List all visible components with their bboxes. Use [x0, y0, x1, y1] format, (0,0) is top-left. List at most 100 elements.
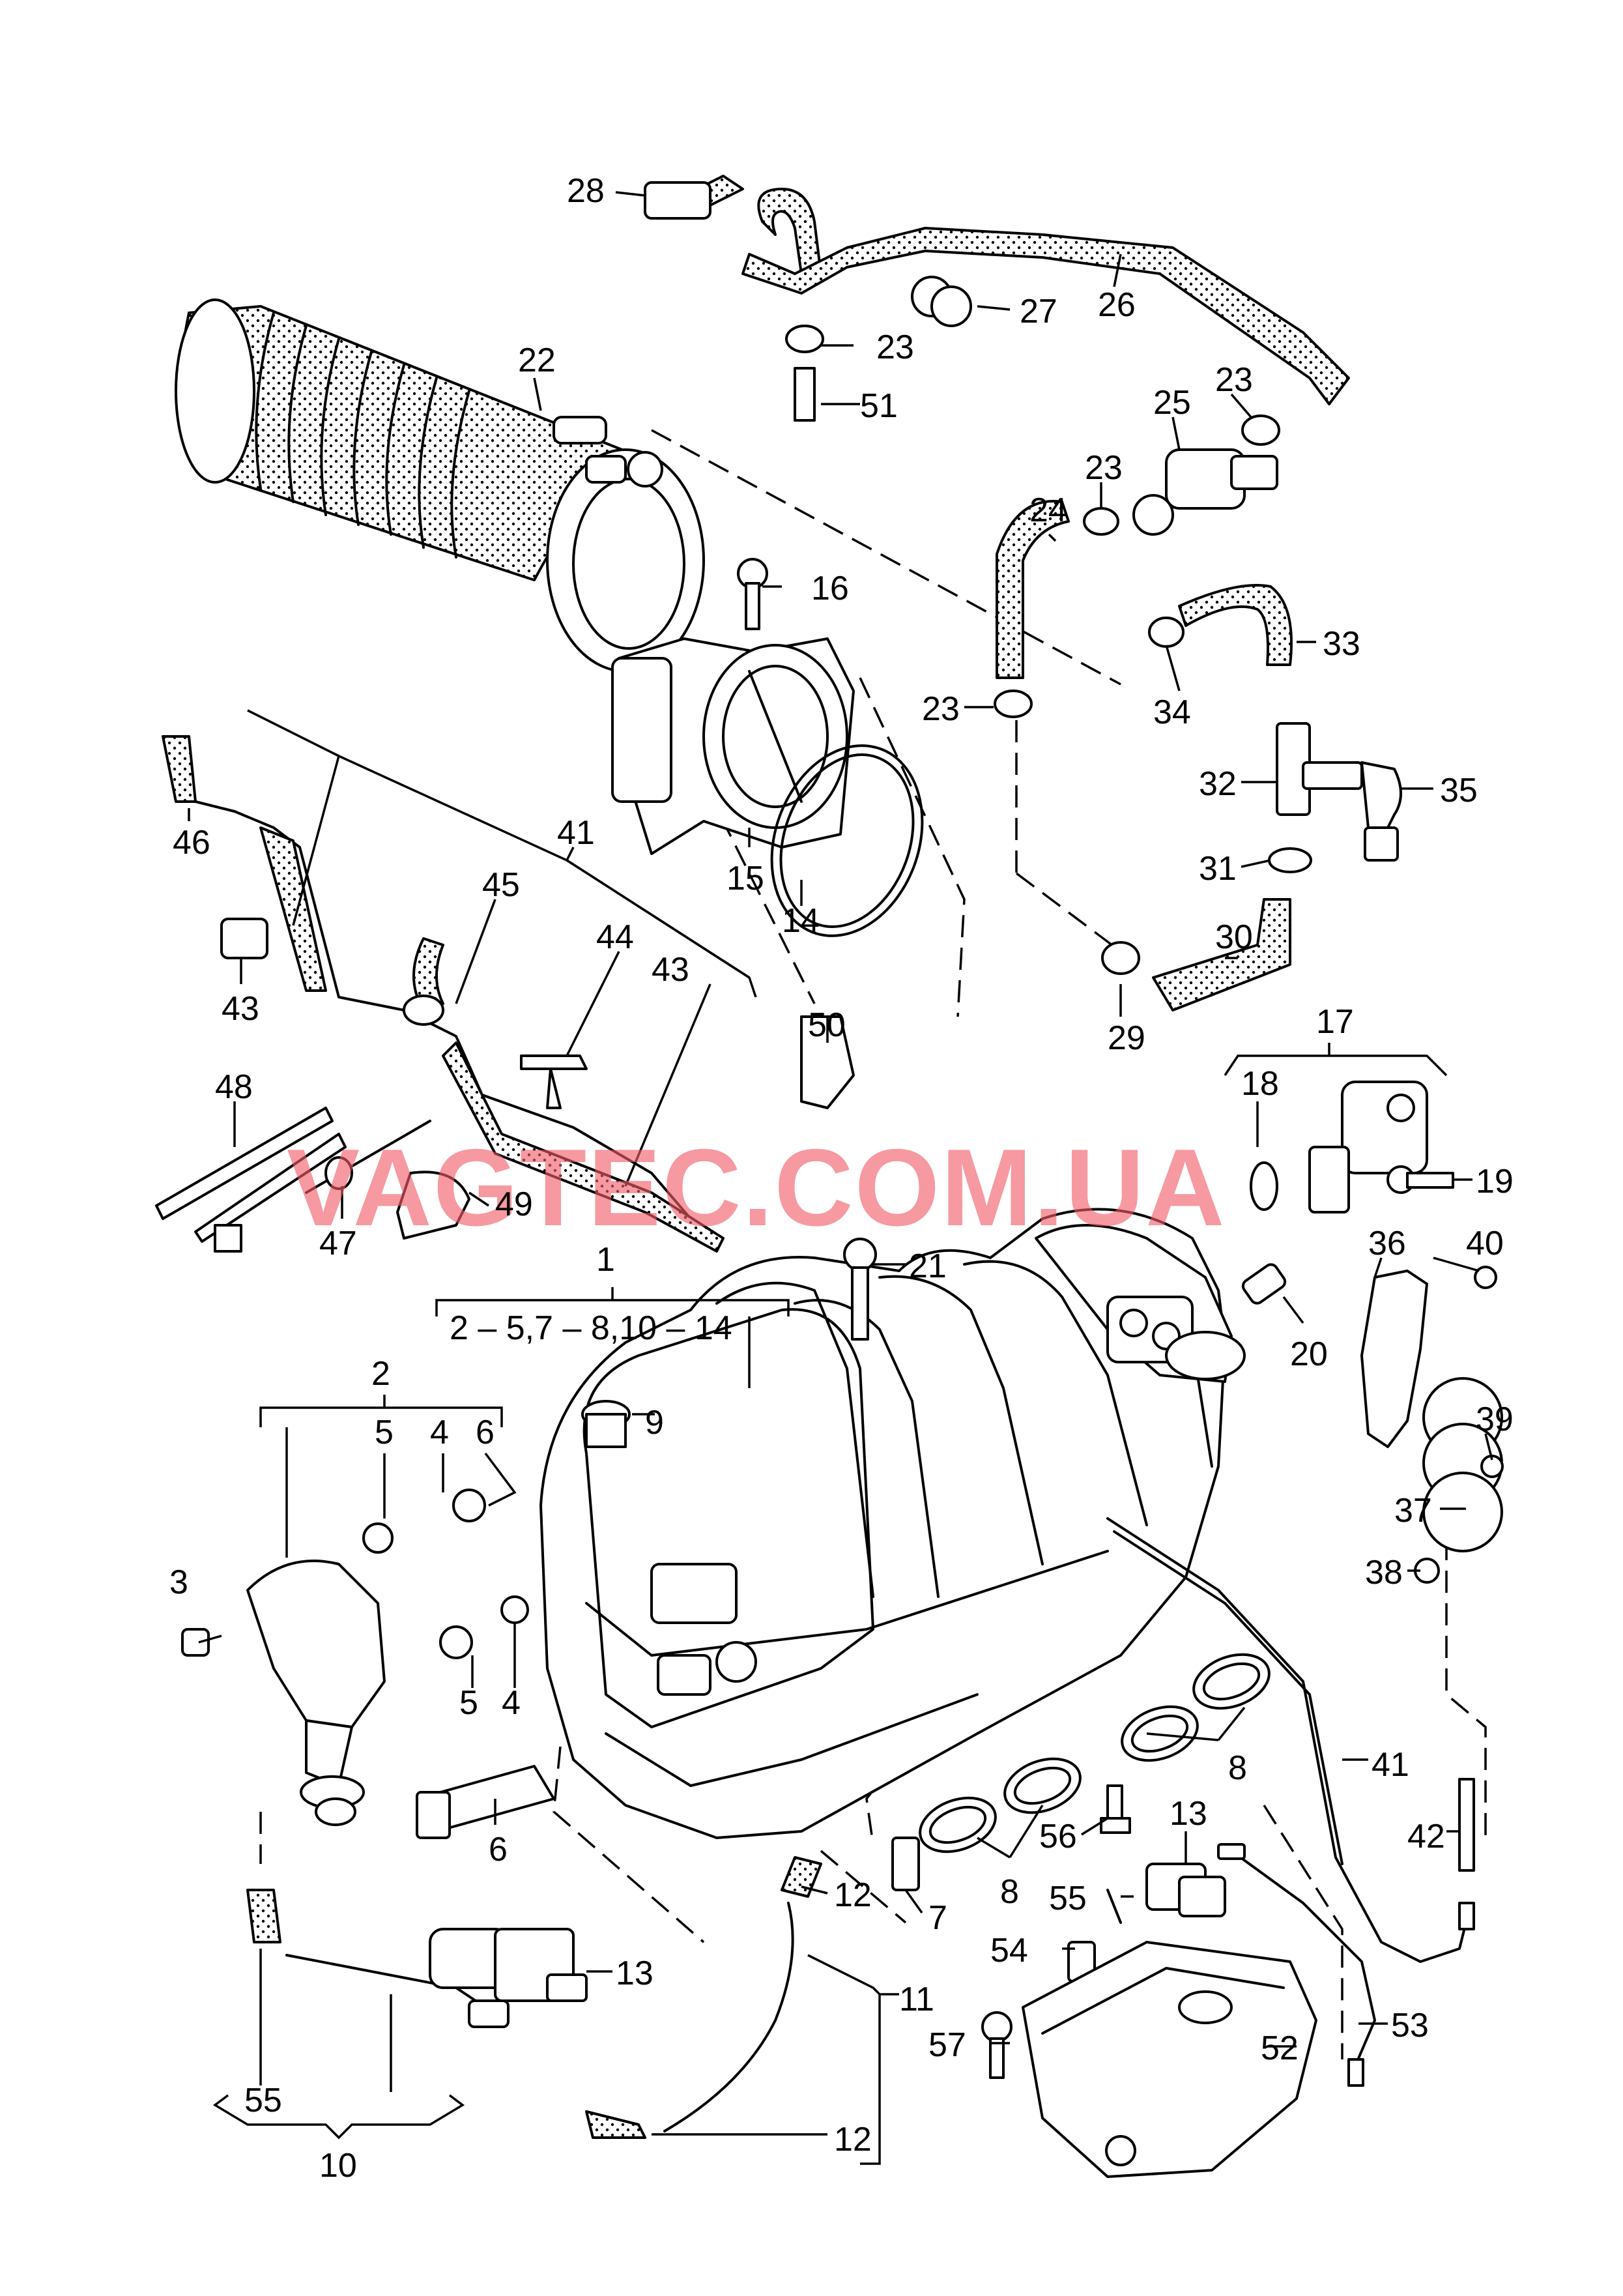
callout-47: 47 [319, 1225, 357, 1262]
cable-ties-48 [155, 1107, 470, 1253]
callout-51: 51 [860, 387, 898, 425]
callout-34: 34 [1153, 693, 1191, 731]
callout-5: 5 [459, 1684, 478, 1722]
callout-57: 57 [928, 2026, 966, 2064]
callout-26: 26 [1098, 286, 1136, 324]
throttle-body [611, 637, 855, 855]
vacuum-canister [181, 1489, 555, 1839]
bracket-36 [1360, 1266, 1504, 1584]
bolt-21 [843, 1238, 877, 1341]
callout-41: 41 [557, 814, 595, 852]
callout-52: 52 [1261, 2029, 1299, 2067]
callout-23: 23 [1215, 361, 1253, 399]
callout-20: 20 [1290, 1335, 1328, 1373]
callout-11: 11 [899, 1981, 934, 2018]
bolt-16 [737, 558, 768, 630]
callout-30: 30 [1215, 918, 1253, 956]
callout-44: 44 [596, 918, 634, 956]
callout-48: 48 [215, 1068, 253, 1106]
callout-37: 37 [1394, 1492, 1432, 1530]
callout-6: 6 [489, 1831, 508, 1868]
callout-27: 27 [1020, 293, 1057, 330]
callout-45: 45 [482, 866, 520, 904]
callout-40: 40 [1466, 1225, 1504, 1262]
callout-46: 46 [173, 824, 210, 862]
callout-6: 6 [476, 1414, 495, 1451]
callout-1-range: 2 – 5,7 – 8,10 – 14 [450, 1309, 732, 1347]
callout-23: 23 [1085, 449, 1123, 487]
callout-24: 24 [1029, 491, 1067, 529]
stud-20 [1241, 1263, 1287, 1305]
callout-15: 15 [726, 860, 764, 897]
left-hoses [162, 735, 855, 1253]
callout-23: 23 [876, 328, 914, 366]
callout-13: 13 [1170, 1795, 1207, 1833]
callout-39: 39 [1476, 1401, 1514, 1438]
callout-56: 56 [1039, 1818, 1077, 1855]
callout-43: 43 [222, 990, 259, 1028]
vacuum-unit-17 [1250, 1081, 1454, 1213]
callout-21: 21 [909, 1247, 947, 1285]
callout-leaders [188, 191, 1493, 2165]
callout-55: 55 [244, 2082, 282, 2119]
callout-41: 41 [1372, 1746, 1409, 1784]
callout-14: 14 [782, 902, 820, 940]
sleeve-7 [891, 1837, 920, 1891]
throttle-gasket-ring [770, 744, 924, 937]
watermark: VAGTEC.COM.UA [287, 1126, 1226, 1249]
callout-55: 55 [1049, 1880, 1087, 1917]
callout-8: 8 [1000, 1873, 1019, 1911]
callout-4: 4 [430, 1414, 449, 1451]
callout-7: 7 [928, 1899, 947, 1937]
callout-33: 33 [1323, 625, 1360, 663]
callout-1: 1 [596, 1241, 615, 1279]
callout-8: 8 [1228, 1749, 1247, 1787]
callout-36: 36 [1368, 1225, 1406, 1262]
callout-28: 28 [567, 172, 605, 210]
valve-13-right [1067, 1784, 1226, 1983]
callout-54: 54 [990, 1932, 1028, 1969]
plug-9 [581, 1400, 631, 1448]
intake-bellows-hose [175, 298, 705, 673]
small-hose-clamps [644, 181, 1312, 975]
callout-35: 35 [1440, 772, 1478, 809]
vacuum-line-41 [1106, 1517, 1475, 1963]
callout-13: 13 [616, 1955, 654, 1992]
tee-connector-32 [1276, 722, 1402, 862]
callout-42: 42 [1407, 1818, 1445, 1855]
callout-32: 32 [1199, 765, 1237, 803]
callout-38: 38 [1365, 1554, 1403, 1591]
vacuum-line-53 [1217, 1843, 1376, 2087]
callout-23: 23 [922, 690, 960, 728]
callout-43: 43 [652, 951, 689, 989]
intake-manifold [539, 1208, 1246, 1839]
callout-18: 18 [1241, 1065, 1279, 1103]
callout-25: 25 [1153, 384, 1191, 422]
callout-19: 19 [1476, 1163, 1514, 1200]
callout-9: 9 [645, 1404, 664, 1442]
callout-16: 16 [811, 570, 849, 607]
reservoir-52 [981, 1941, 1317, 2178]
callout-5: 5 [375, 1414, 394, 1451]
callout-4: 4 [502, 1684, 521, 1722]
callout-labels: 1 2 – 5,7 – 8,10 – 14 2 3 4 4 5 5 6 6 7 … [169, 172, 1514, 2185]
callout-2: 2 [371, 1355, 390, 1393]
callout-29: 29 [1108, 1019, 1145, 1057]
hose-12 [585, 1856, 822, 2139]
callout-22: 22 [518, 341, 556, 379]
callout-17: 17 [1316, 1003, 1354, 1041]
valve-25 [1132, 448, 1278, 536]
callout-31: 31 [1199, 850, 1237, 888]
valve-13-left [429, 1928, 588, 2002]
top-vacuum-hoses [683, 175, 1350, 1011]
manifold-gaskets-8 [919, 1653, 1271, 1853]
callout-53: 53 [1391, 2007, 1429, 2044]
callout-12: 12 [834, 1876, 872, 1914]
vacuum-tube-10 [246, 1889, 510, 2028]
callout-49: 49 [495, 1185, 533, 1223]
callout-50: 50 [808, 1006, 846, 1044]
callout-10: 10 [319, 2147, 357, 2185]
callout-12: 12 [834, 2121, 872, 2158]
callout-3: 3 [169, 1563, 188, 1601]
